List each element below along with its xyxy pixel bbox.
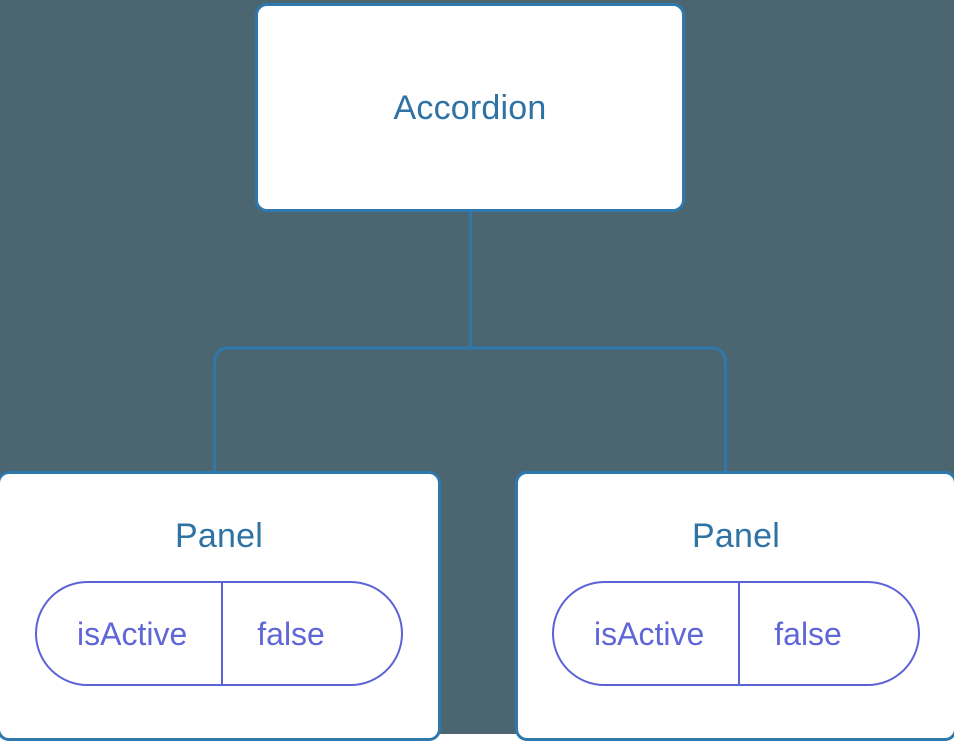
connector-branch-left — [213, 346, 471, 472]
node-panel-0-state-key: isActive — [77, 615, 188, 652]
node-panel-1-state-value: false — [738, 583, 882, 684]
connector-branch-right — [470, 346, 727, 472]
node-panel-1-state-key: isActive — [594, 615, 705, 652]
node-accordion[interactable]: Accordion — [255, 3, 685, 212]
node-panel-1[interactable]: Panel isActive false — [515, 471, 954, 741]
node-accordion-title: Accordion — [393, 88, 547, 127]
node-panel-0-title: Panel — [175, 517, 263, 555]
node-panel-1-state-pill[interactable]: isActive false — [552, 581, 920, 686]
node-panel-1-title: Panel — [692, 517, 780, 555]
node-panel-0-state-pill[interactable]: isActive false — [35, 581, 403, 686]
node-panel-0[interactable]: Panel isActive false — [0, 471, 441, 741]
node-panel-0-state-value: false — [221, 583, 365, 684]
